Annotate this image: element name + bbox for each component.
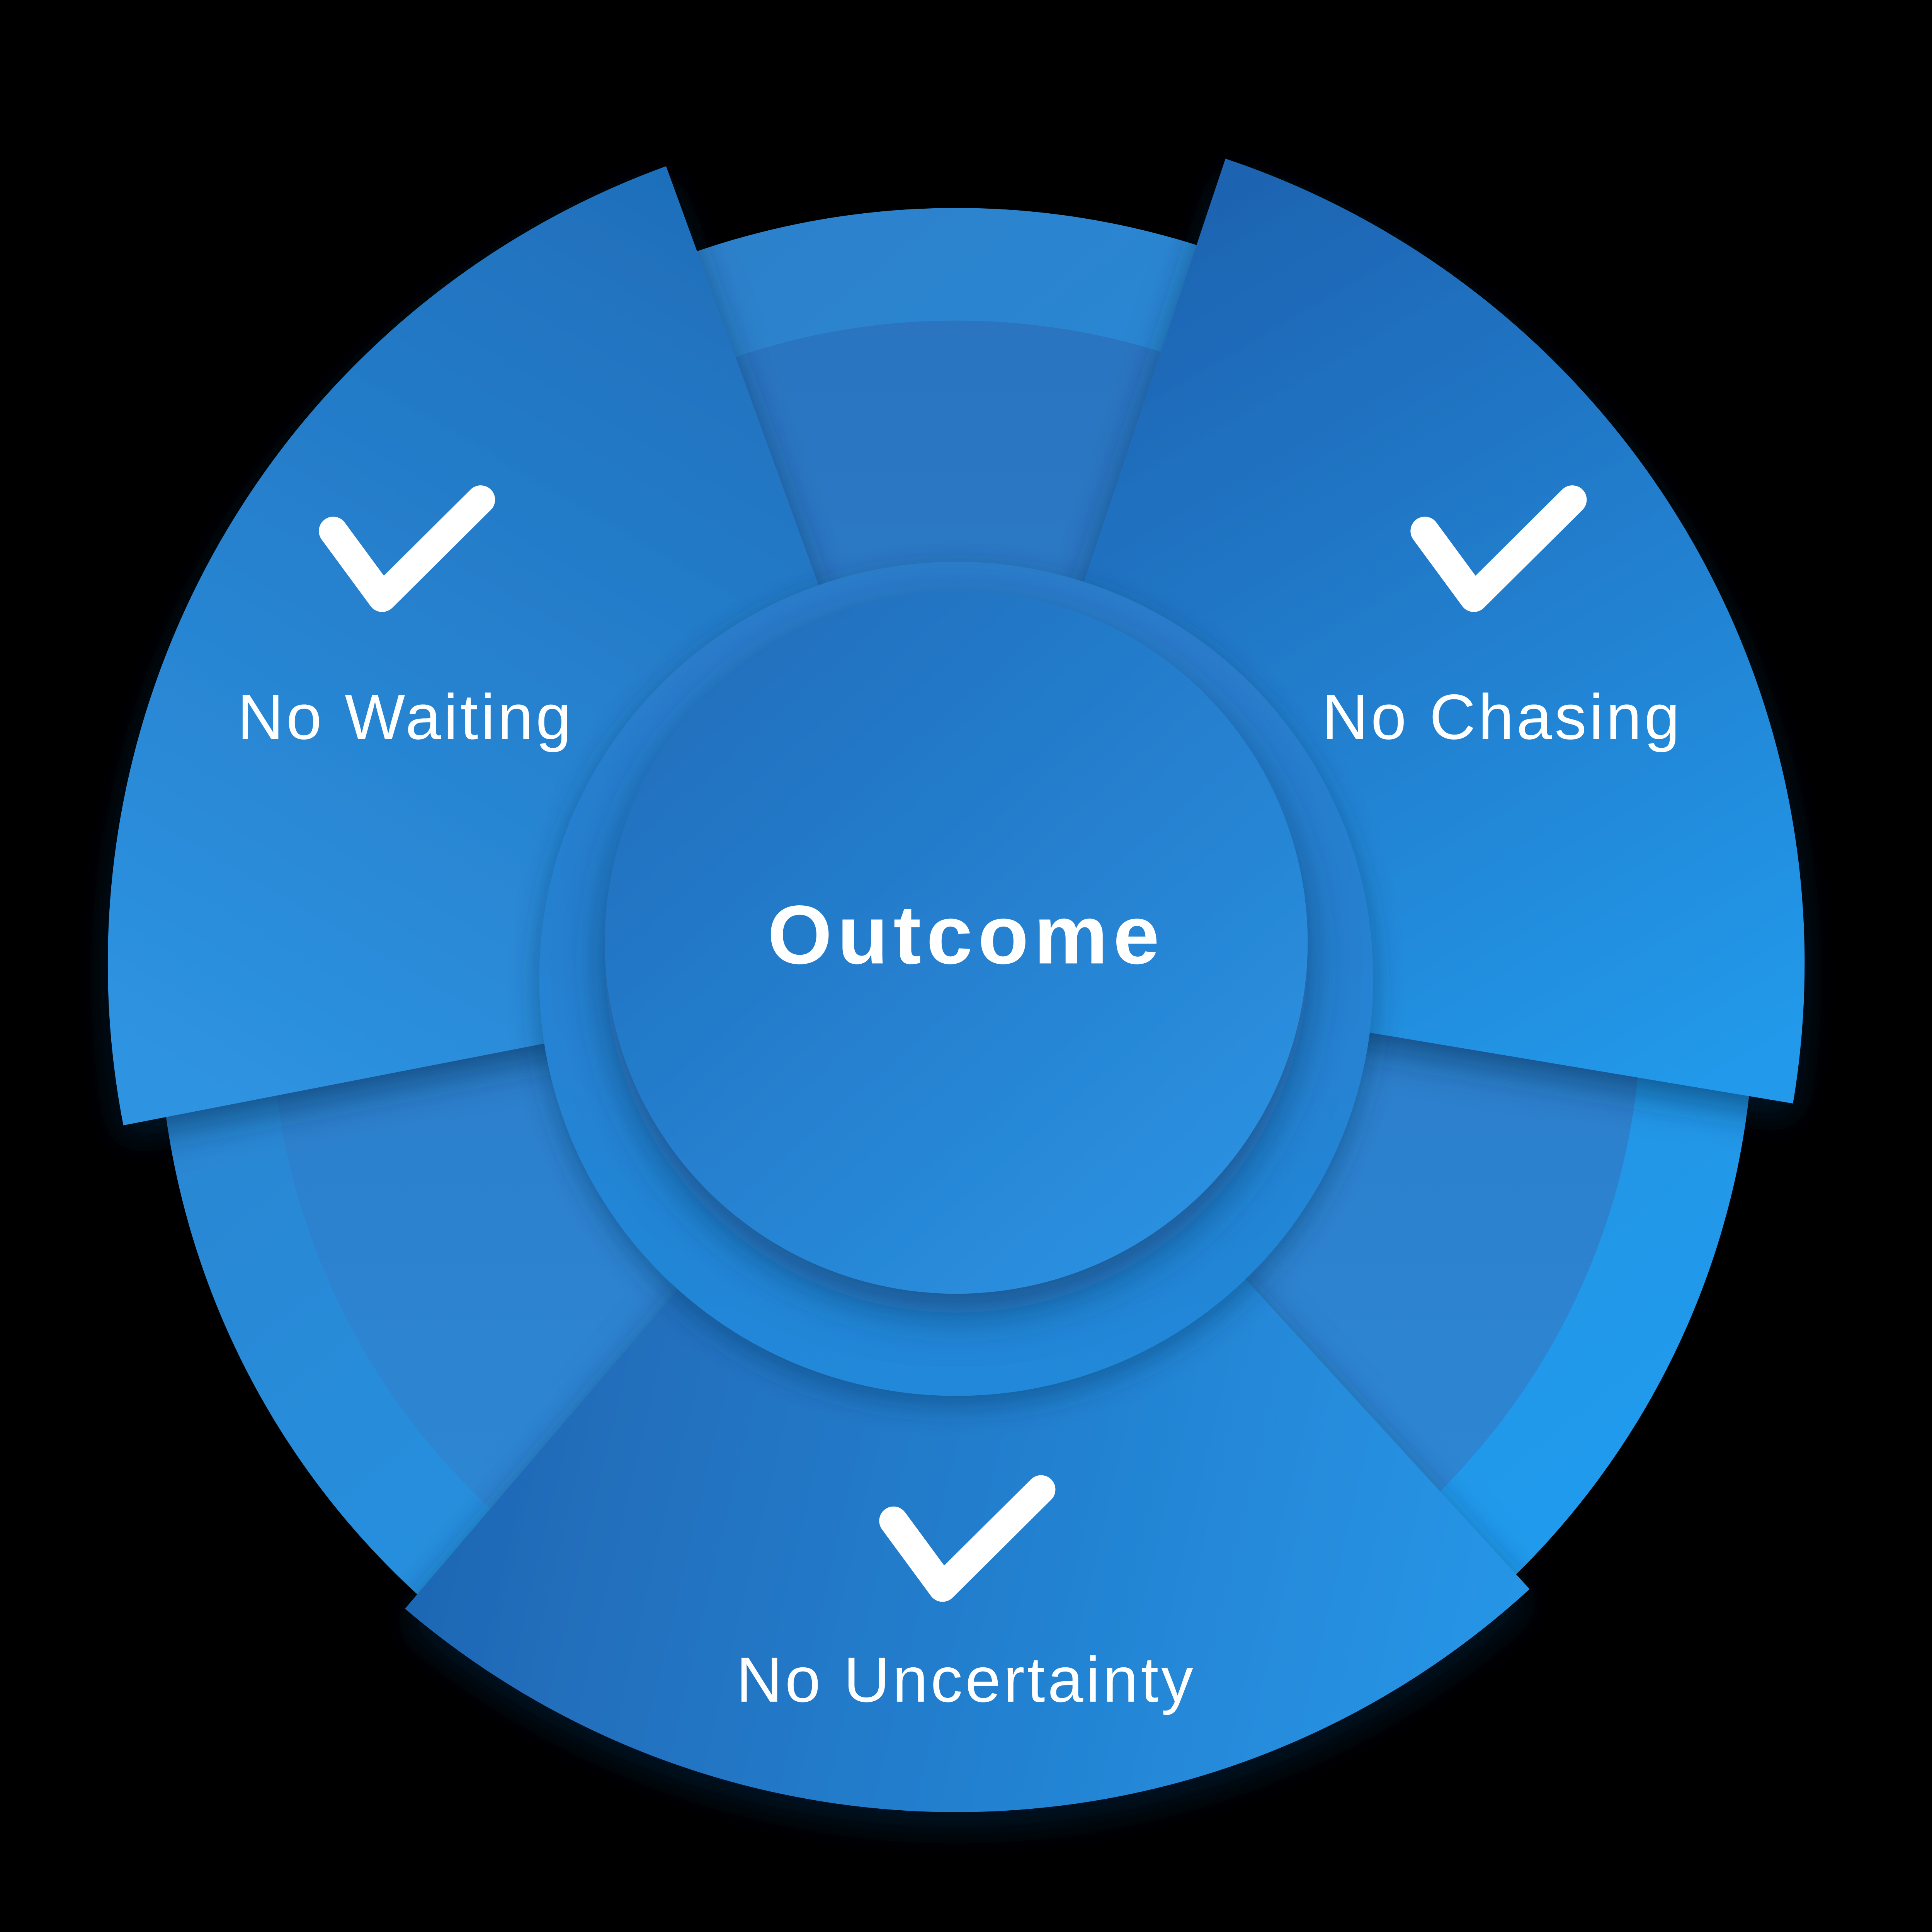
diagram-canvas: No Waiting No Chasing No Uncertainty Out… [0, 24, 1932, 1908]
label-no-waiting: No Waiting [237, 681, 574, 753]
label-no-uncertainty: No Uncertainty [736, 1644, 1196, 1716]
outcome-diagram: No Waiting No Chasing No Uncertainty Out… [0, 24, 1932, 1908]
label-no-chasing: No Chasing [1322, 681, 1682, 753]
center-label: Outcome [767, 888, 1165, 981]
